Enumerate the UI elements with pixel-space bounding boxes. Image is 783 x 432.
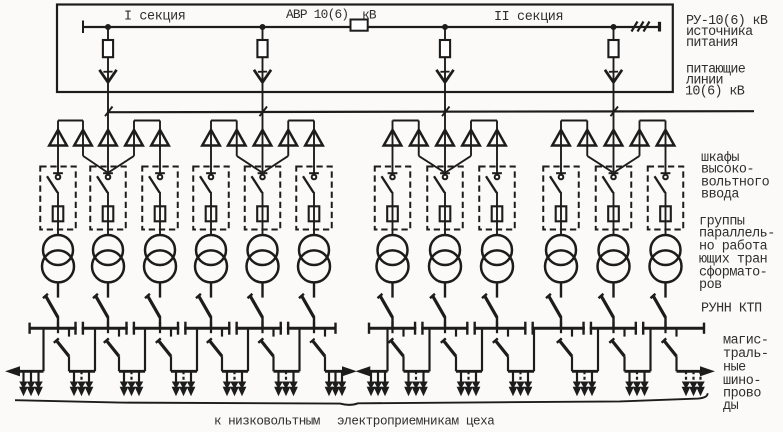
svg-text:вольтного: вольтного: [701, 175, 770, 190]
svg-text:РУНН КТП: РУНН КТП: [701, 302, 762, 317]
svg-text:ные: ные: [723, 361, 746, 376]
svg-text:II секция: II секция: [494, 10, 563, 25]
svg-text:ющих тран: ющих тран: [699, 252, 767, 267]
svg-text:группы: группы: [699, 215, 745, 230]
svg-text:к низковольтным: к низковольтным: [214, 414, 320, 428]
svg-text:линии: линии: [686, 73, 723, 88]
svg-text:питания: питания: [686, 36, 738, 51]
svg-text:магис-: магис-: [723, 334, 769, 349]
svg-text:траль-: траль-: [723, 347, 769, 362]
svg-text:10(6) кВ: 10(6) кВ: [685, 84, 745, 99]
svg-text:кВ: кВ: [362, 8, 377, 23]
svg-text:питающие: питающие: [686, 62, 746, 77]
svg-text:шкафы: шкафы: [701, 151, 739, 166]
svg-text:электроприемникам цеха: электроприемникам цеха: [337, 414, 495, 428]
svg-text:ды: ды: [723, 399, 739, 414]
svg-text:I секция: I секция: [124, 10, 186, 25]
svg-text:но работа: но работа: [699, 239, 768, 254]
svg-text:АВР 10(6): АВР 10(6): [286, 7, 348, 22]
svg-text:РУ-10(6) кВ: РУ-10(6) кВ: [686, 14, 768, 29]
svg-text:шино-: шино-: [723, 374, 761, 389]
svg-text:ввода: ввода: [701, 188, 739, 203]
svg-text:сформато-: сформато-: [699, 265, 767, 280]
svg-text:параллель-: параллель-: [699, 227, 775, 242]
svg-text:ров: ров: [699, 278, 722, 293]
svg-text:высоко-: высоко-: [701, 163, 754, 178]
svg-text:прово: прово: [723, 387, 761, 402]
svg-text:источника: источника: [686, 25, 753, 40]
